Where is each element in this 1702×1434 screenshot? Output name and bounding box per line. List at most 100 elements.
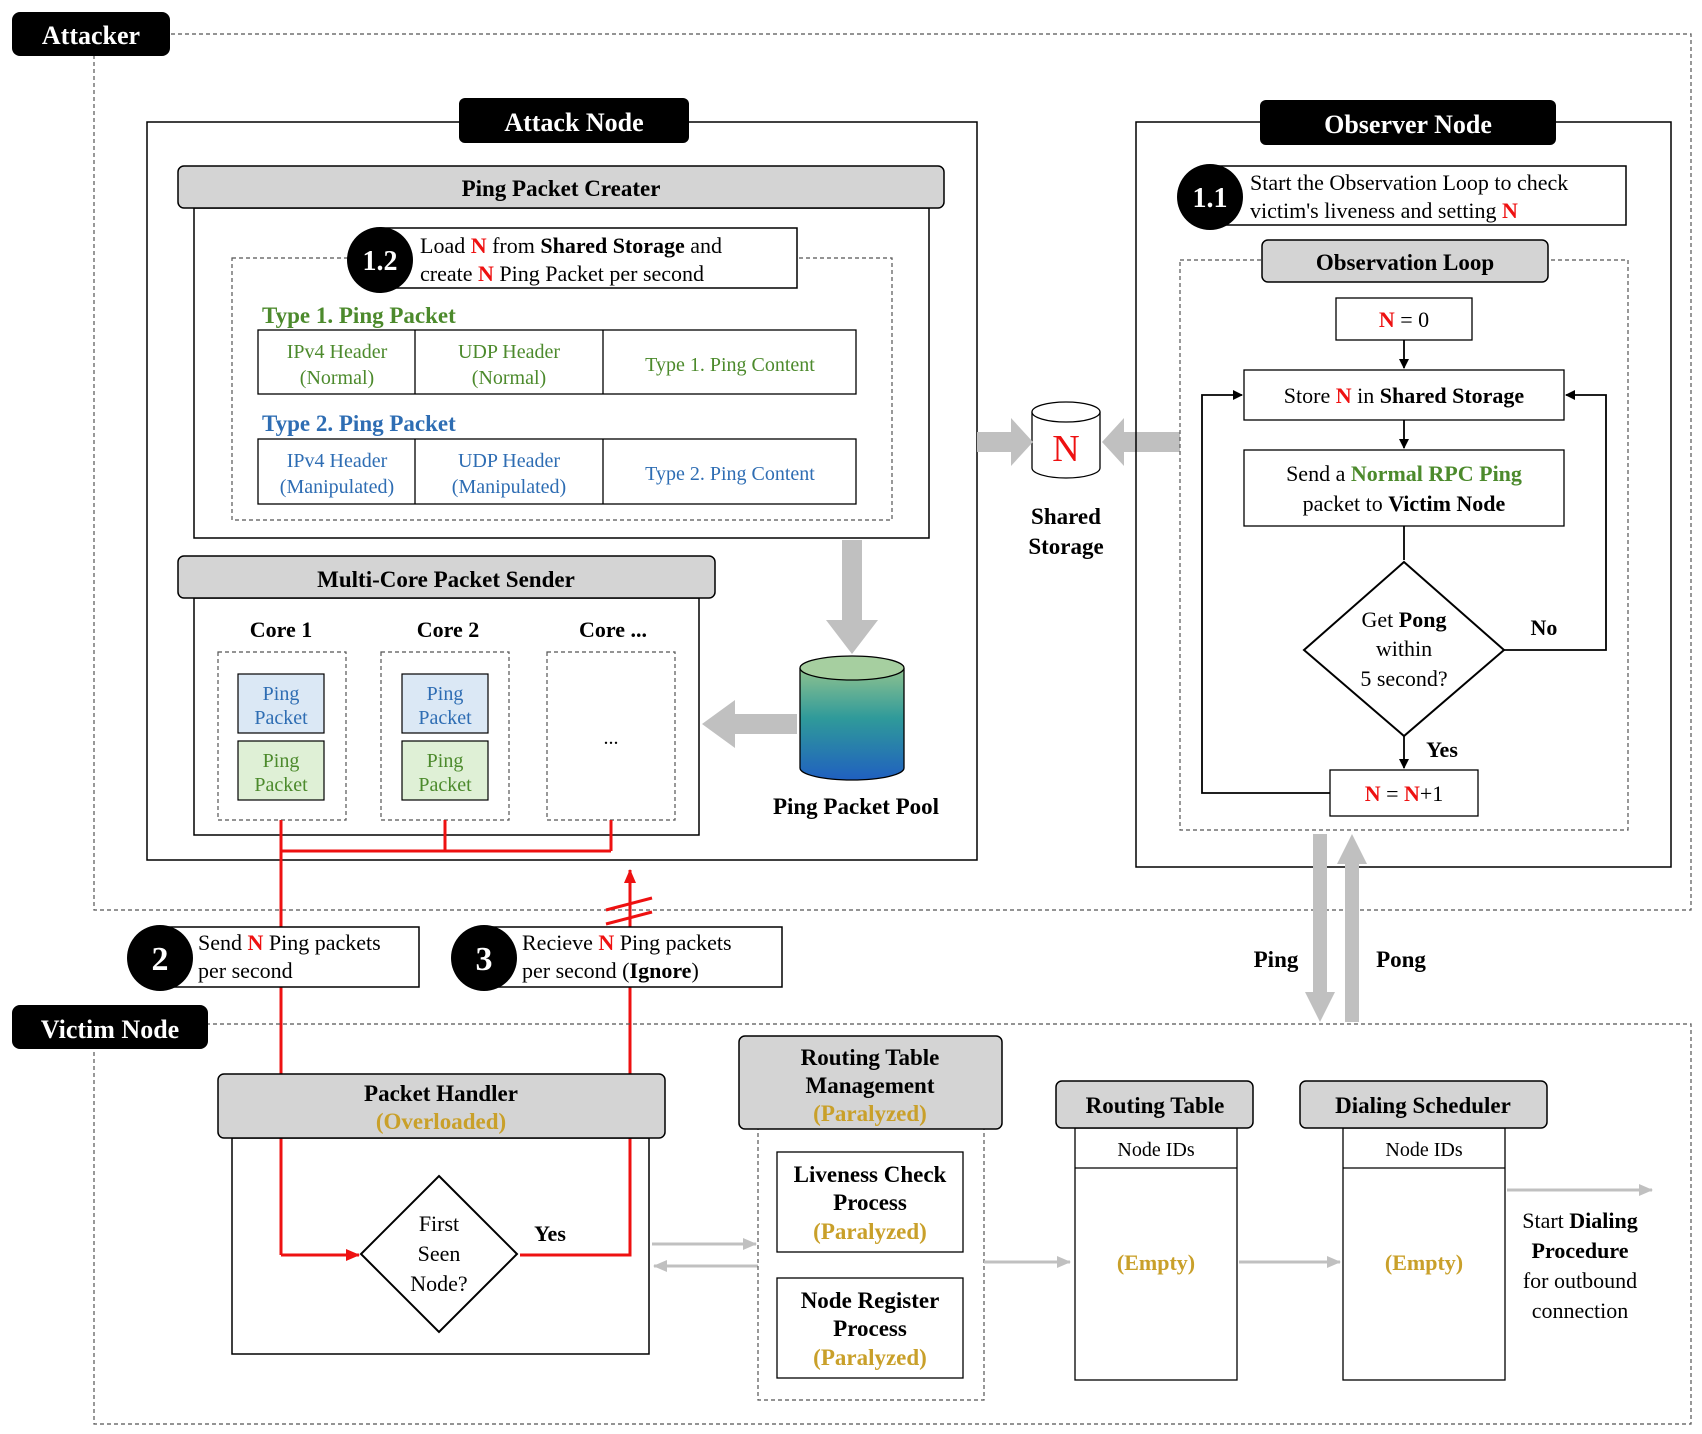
step-2-line2: per second: [198, 958, 293, 983]
type2-ipv4-line1: IPv4 Header: [287, 450, 388, 472]
send-ping-line1: Send a Normal RPC Ping: [1286, 461, 1522, 486]
pong-arrow: [1337, 834, 1367, 1022]
multi-core-sender-header: [177, 555, 716, 599]
step-1-2-badge-text: 1.2: [363, 246, 398, 277]
ping-packet-creater-title: Ping Packet Creater: [462, 176, 661, 201]
victim-boundary: [93, 1023, 1692, 1425]
node-register-box: [776, 1277, 964, 1379]
dialing-scheduler-column: Node IDs: [1385, 1139, 1462, 1161]
step-2-badge-text: 2: [152, 941, 169, 978]
arrow-no-loop: [1504, 390, 1607, 651]
node-register-line2: Process: [833, 1316, 907, 1341]
first-seen-line3: Node?: [410, 1271, 467, 1296]
attack-node-label-text: Attack Node: [504, 108, 643, 137]
type2-packet-table: [257, 438, 857, 505]
store-n-text: Store N in Shared Storage: [1284, 383, 1525, 408]
core2-type1-packet: Ping Packet: [401, 740, 489, 801]
packet-handler-title: Packet Handler: [364, 1081, 518, 1106]
rtm-title-line2: Management: [805, 1073, 934, 1098]
type2-ipv4-line2: (Manipulated): [280, 476, 394, 498]
dialing-scheduler-header: [1299, 1080, 1548, 1129]
core2-label: Core 2: [417, 617, 480, 642]
n-zero-box: [1335, 297, 1473, 341]
observation-loop-title: Observation Loop: [1316, 250, 1494, 275]
ping-packet-pool-icon: [799, 655, 905, 781]
step-1-2-line1: Load N from Shared Storage and: [420, 233, 722, 258]
rtm-status: (Paralyzed): [813, 1101, 927, 1126]
decision-yes-label: Yes: [1426, 737, 1458, 762]
rtm-header: [738, 1035, 1003, 1130]
step-1-2-badge: [347, 227, 413, 293]
attack-node-label: Attack Node: [459, 98, 689, 143]
dialing-scheduler-empty: (Empty): [1385, 1250, 1463, 1275]
attacker-boundary: [93, 33, 1692, 911]
n-zero-text: N = 0: [1379, 307, 1429, 332]
svg-text:Packet: Packet: [418, 774, 472, 796]
packet-handler-header: [217, 1073, 666, 1139]
node-register-line1: Node Register: [801, 1288, 940, 1313]
n-increment-text: N = N+1: [1365, 781, 1444, 806]
observation-loop-header: [1261, 239, 1549, 283]
shared-storage-label-line1: Shared: [1031, 504, 1101, 529]
first-seen-decision: [359, 1174, 519, 1334]
step-3-line1: Recieve N Ping packets: [522, 930, 732, 955]
liveness-check-box: [776, 1151, 964, 1253]
ping-flow-label: Ping: [1254, 947, 1299, 972]
svg-text:Ping: Ping: [263, 750, 300, 772]
step-2-box: [159, 926, 420, 988]
svg-text:Ping: Ping: [427, 750, 464, 772]
type1-udp-line1: UDP Header: [458, 341, 560, 363]
type2-udp-line2: (Manipulated): [452, 476, 566, 498]
step-1-2-line2: create N Ping Packet per second: [420, 261, 704, 286]
attacker-label-text: Attacker: [42, 21, 140, 50]
packet-handler-status: (Overloaded): [376, 1109, 506, 1134]
attacker-label: Attacker: [12, 12, 170, 56]
arrows-handler-rtm: [652, 1238, 758, 1272]
type1-ipv4-line2: (Normal): [300, 367, 374, 389]
arrow-pool-to-sender: [702, 700, 797, 748]
rtm-title-line1: Routing Table: [801, 1045, 940, 1070]
type1-ipv4-line1: IPv4 Header: [287, 341, 388, 363]
start-dialing-line3: for outbound: [1523, 1268, 1637, 1293]
shared-storage-icon: [1031, 401, 1101, 479]
core1-label: Core 1: [250, 617, 313, 642]
arrow-increment-loop: [1201, 390, 1330, 794]
arrow-creater-to-pool: [826, 540, 878, 654]
dialing-scheduler-title: Dialing Scheduler: [1335, 1093, 1511, 1118]
step-2-line1: Send N Ping packets: [198, 930, 381, 955]
victim-node-label-text: Victim Node: [41, 1015, 179, 1044]
step-3-box: [483, 926, 783, 988]
type2-title: Type 2. Ping Packet: [262, 411, 456, 436]
decision-no-label: No: [1531, 615, 1558, 640]
arrow-storage-to-creater: [977, 418, 1033, 466]
start-dialing-line1: Start Dialing: [1522, 1208, 1638, 1233]
step-3-badge: [451, 925, 517, 991]
send-ping-box: [1243, 449, 1565, 527]
step-1-1-line2: victim's liveness and setting N: [1250, 198, 1518, 223]
svg-text:Ping: Ping: [427, 683, 464, 705]
core2-type2-packet: Ping Packet: [401, 673, 489, 734]
first-seen-line1: First: [419, 1211, 459, 1236]
n-increment-box: [1329, 769, 1479, 817]
ping-packet-pool-label: Ping Packet Pool: [773, 794, 939, 819]
type1-packet-table: [257, 329, 857, 395]
type1-title: Type 1. Ping Packet: [262, 303, 456, 328]
node-register-status: (Paralyzed): [813, 1345, 927, 1370]
ignored-return-red-line: [520, 869, 653, 1257]
liveness-check-line1: Liveness Check: [794, 1162, 947, 1187]
type1-udp-line2: (Normal): [472, 367, 546, 389]
step-3-badge-text: 3: [476, 941, 493, 978]
send-ping-red-lines: [279, 820, 613, 1261]
liveness-check-line2: Process: [833, 1190, 907, 1215]
routing-table-header: [1055, 1080, 1254, 1129]
arrow-observer-to-storage: [1102, 418, 1180, 466]
svg-text:Packet: Packet: [254, 707, 308, 729]
core1-type2-packet: Ping Packet: [237, 673, 325, 734]
pong-flow-label: Pong: [1376, 947, 1426, 972]
multi-core-sender-title: Multi-Core Packet Sender: [317, 567, 575, 592]
shared-storage-n: N: [1052, 428, 1079, 470]
type1-content: Type 1. Ping Content: [645, 354, 815, 376]
decision-line2: within: [1376, 636, 1432, 661]
svg-text:Packet: Packet: [418, 707, 472, 729]
